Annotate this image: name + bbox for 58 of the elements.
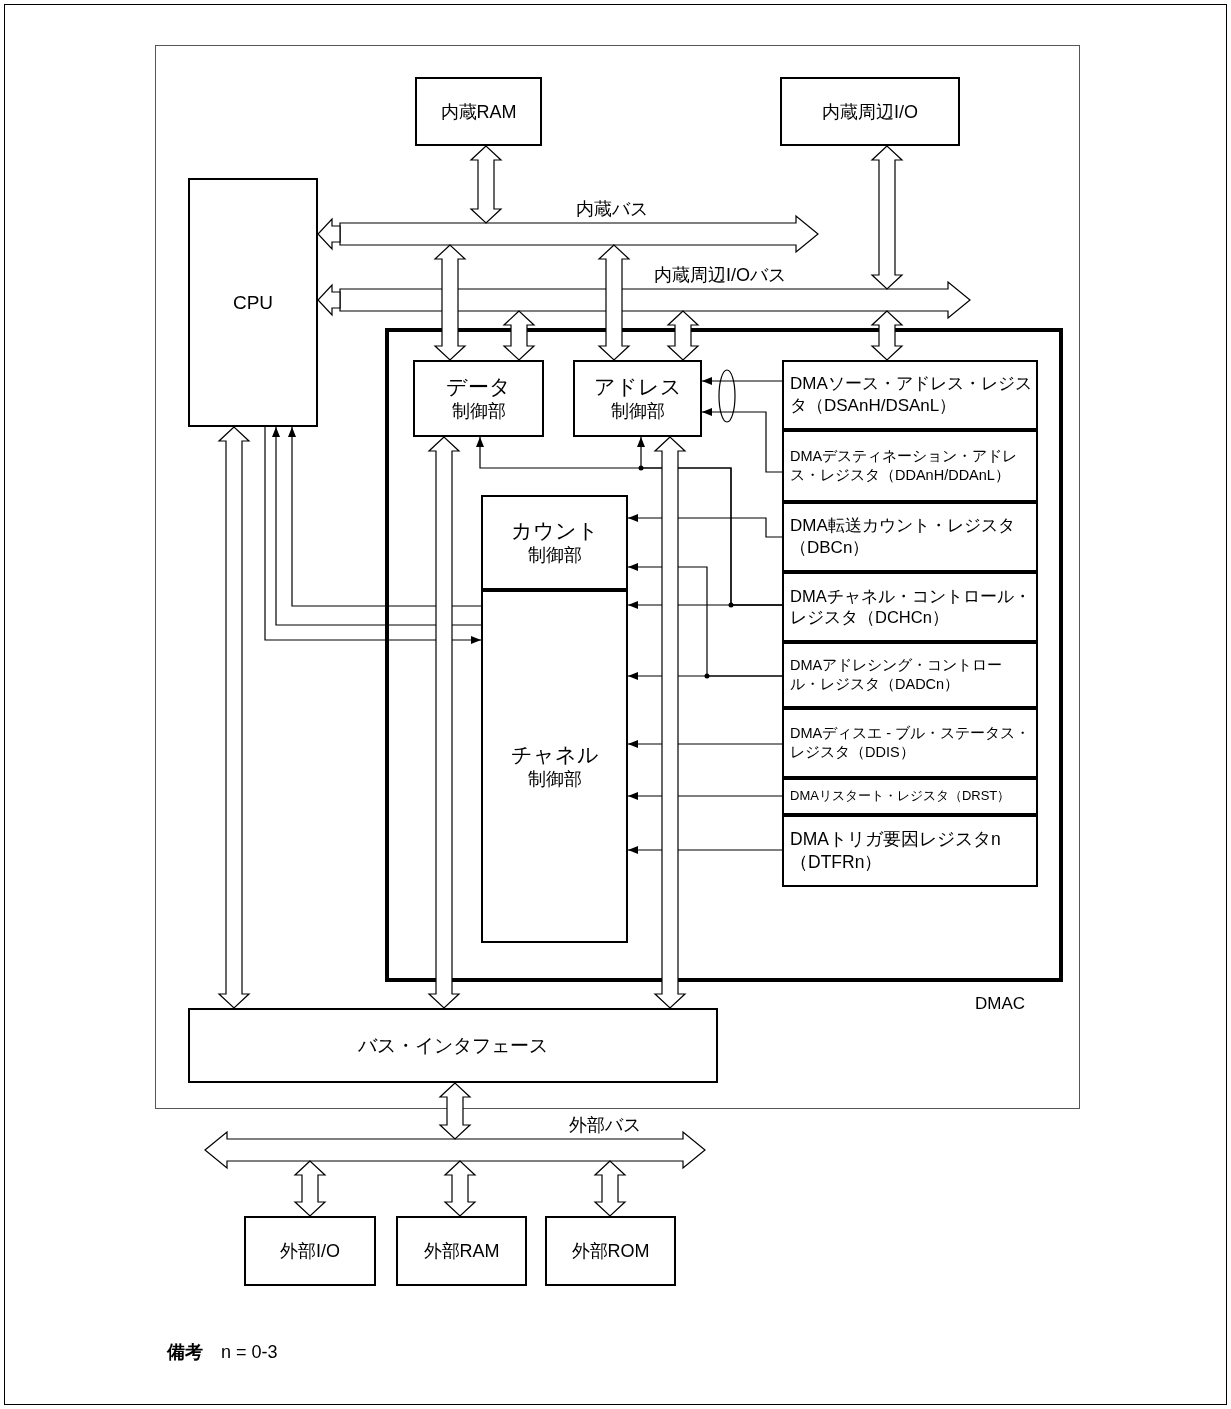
function-block: バス・インタフェース — [188, 1008, 718, 1083]
signal-arrow — [701, 408, 783, 473]
signal-arrow — [288, 426, 482, 607]
function-block: 外部RAM — [396, 1216, 527, 1286]
function-block: 外部I/O — [244, 1216, 376, 1286]
register-box: DMAアドレシング・コントロール・レジスタ（DADCn） — [782, 642, 1038, 708]
block-caption: 制御部 — [451, 400, 506, 423]
signal-arrow — [627, 792, 783, 800]
signal-arrow — [701, 377, 783, 385]
bus-arrow — [293, 1160, 327, 1217]
block-title: チャネル — [510, 742, 599, 769]
bus-arrow — [502, 310, 536, 361]
signal-arrow — [627, 601, 783, 609]
register-box: DMAチャネル・コントロール・レジスタ（DCHCn） — [782, 572, 1038, 642]
register-box: DMAディスエ - ブル・ステータス・レジスタ（DDIS） — [782, 708, 1038, 778]
signal-arrow — [627, 740, 783, 748]
signal-arrow — [627, 672, 783, 680]
bus-arrow — [438, 1082, 472, 1140]
bus-label: 内蔵周辺I/Oバス — [654, 264, 786, 286]
bus-label: 内蔵バス — [576, 198, 648, 220]
block-title: アドレス — [593, 374, 682, 401]
register-box: DMA転送カウント・レジスタ（DBCn） — [782, 502, 1038, 572]
note-text: 備考 n = 0-3 — [167, 1341, 278, 1364]
bus-arrow — [217, 426, 251, 1009]
bus-arrow — [433, 244, 467, 361]
signal-arrow — [627, 514, 783, 538]
chip-block — [155, 45, 1080, 1109]
control-block — [413, 360, 544, 437]
function-block: 外部ROM — [545, 1216, 676, 1286]
block-title: データ — [446, 374, 511, 401]
bus-arrow — [870, 310, 904, 361]
bus-arrow — [597, 244, 631, 361]
bus-arrow — [427, 436, 461, 1009]
register-box: DMAソース・アドレス・レジスタ（DSAnH/DSAnL） — [782, 360, 1038, 430]
function-block: 内蔵周辺I/O — [780, 77, 960, 146]
function-block: 内蔵RAM — [415, 77, 542, 146]
function-block: CPU — [188, 178, 318, 427]
bus-arrow — [653, 436, 687, 1009]
control-block — [573, 360, 702, 437]
bus-arrow — [870, 145, 904, 290]
register-box: DMAトリガ要因レジスタn（DTFRn） — [782, 815, 1038, 887]
block-title: カウント — [510, 518, 599, 545]
signal-arrow — [627, 846, 783, 854]
bus-arrow — [317, 217, 341, 251]
register-box: DMAリスタート・レジスタ（DRST） — [782, 778, 1038, 815]
block-label: DMAC — [975, 994, 1026, 1014]
block-caption: 制御部 — [527, 544, 582, 567]
block-caption: 制御部 — [527, 768, 582, 791]
bus-arrow — [666, 310, 700, 361]
block-caption: 制御部 — [610, 400, 665, 423]
register-box: DMAデスティネーション・アドレス・レジスタ（DDAnH/DDAnL） — [782, 430, 1038, 502]
bus-arrow — [593, 1160, 627, 1217]
control-block — [481, 590, 628, 943]
bus-arrow — [443, 1160, 477, 1217]
bus-arrow — [317, 283, 341, 317]
bus-arrow — [469, 145, 503, 224]
control-block — [481, 495, 628, 590]
bus-label: 外部バス — [569, 1114, 641, 1136]
